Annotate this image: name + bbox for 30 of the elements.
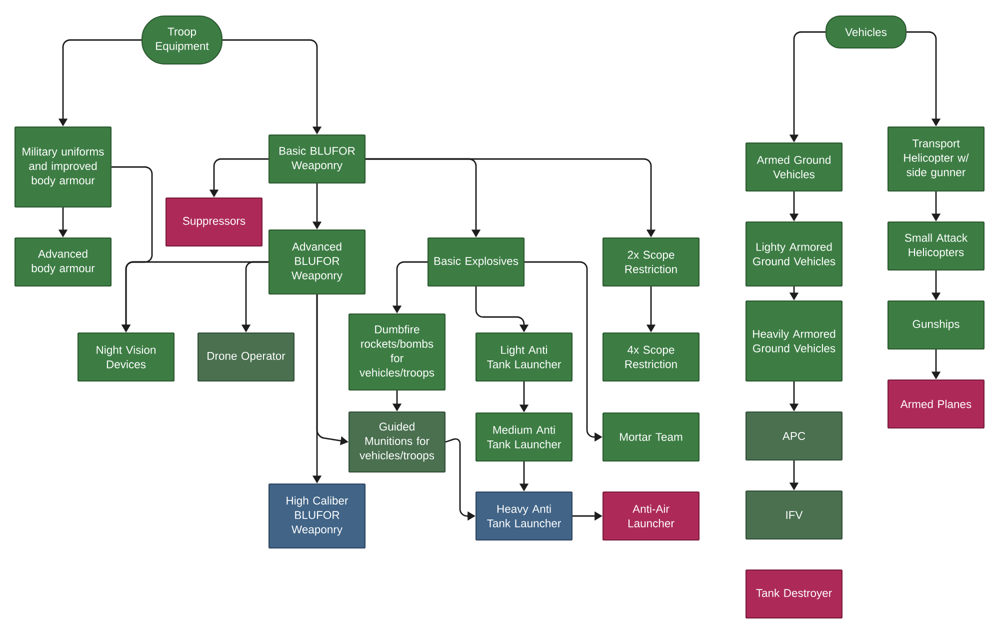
process-box: Night Vision Devices — [78, 332, 175, 382]
process-box: Drone Operator — [198, 332, 295, 382]
process-box: Lighty Armored Ground Vehicles — [745, 221, 843, 287]
process-box: Light Anti Tank Launcher — [476, 332, 573, 382]
process-box: Armed Ground Vehicles — [745, 142, 843, 192]
process-box: Guided Munitions for vehicles/troops — [348, 411, 446, 473]
process-box: IFV — [745, 490, 843, 540]
process-box: APC — [745, 411, 843, 461]
process-box: Small Attack Helicopters — [888, 221, 985, 271]
process-box: Heavy Anti Tank Launcher — [476, 491, 573, 541]
process-box: Armed Planes — [888, 379, 985, 429]
start-pill: Troop Equipment — [141, 15, 223, 65]
process-box: Basic Explosives — [428, 237, 525, 287]
process-box: Gunships — [888, 300, 985, 350]
process-box: Anti-Air Launcher — [602, 491, 700, 541]
process-box: 2x Scope Restriction — [602, 237, 700, 287]
process-box: Heavily Armored Ground Vehicles — [745, 300, 843, 382]
process-box: Military uniforms and improved body armour — [14, 126, 112, 208]
process-box: High Caliber BLUFOR Weaponry — [268, 483, 366, 549]
process-box: Basic BLUFOR Weaponry — [268, 134, 366, 184]
start-pill: Vehicles — [825, 15, 907, 49]
process-box: Medium Anti Tank Launcher — [476, 412, 573, 462]
process-box: Transport Helicopter w/ side gunner — [888, 126, 985, 192]
process-box: Dumbfire rockets/bombs for vehicles/troops — [348, 313, 446, 391]
process-box: 4x Scope Restriction — [602, 332, 700, 382]
process-box: Suppressors — [166, 197, 263, 247]
process-box: Advanced BLUFOR Weaponry — [268, 229, 366, 295]
process-box: Tank Destroyer — [745, 569, 843, 619]
process-box: Advanced body armour — [14, 237, 112, 287]
process-box: Mortar Team — [602, 412, 700, 462]
